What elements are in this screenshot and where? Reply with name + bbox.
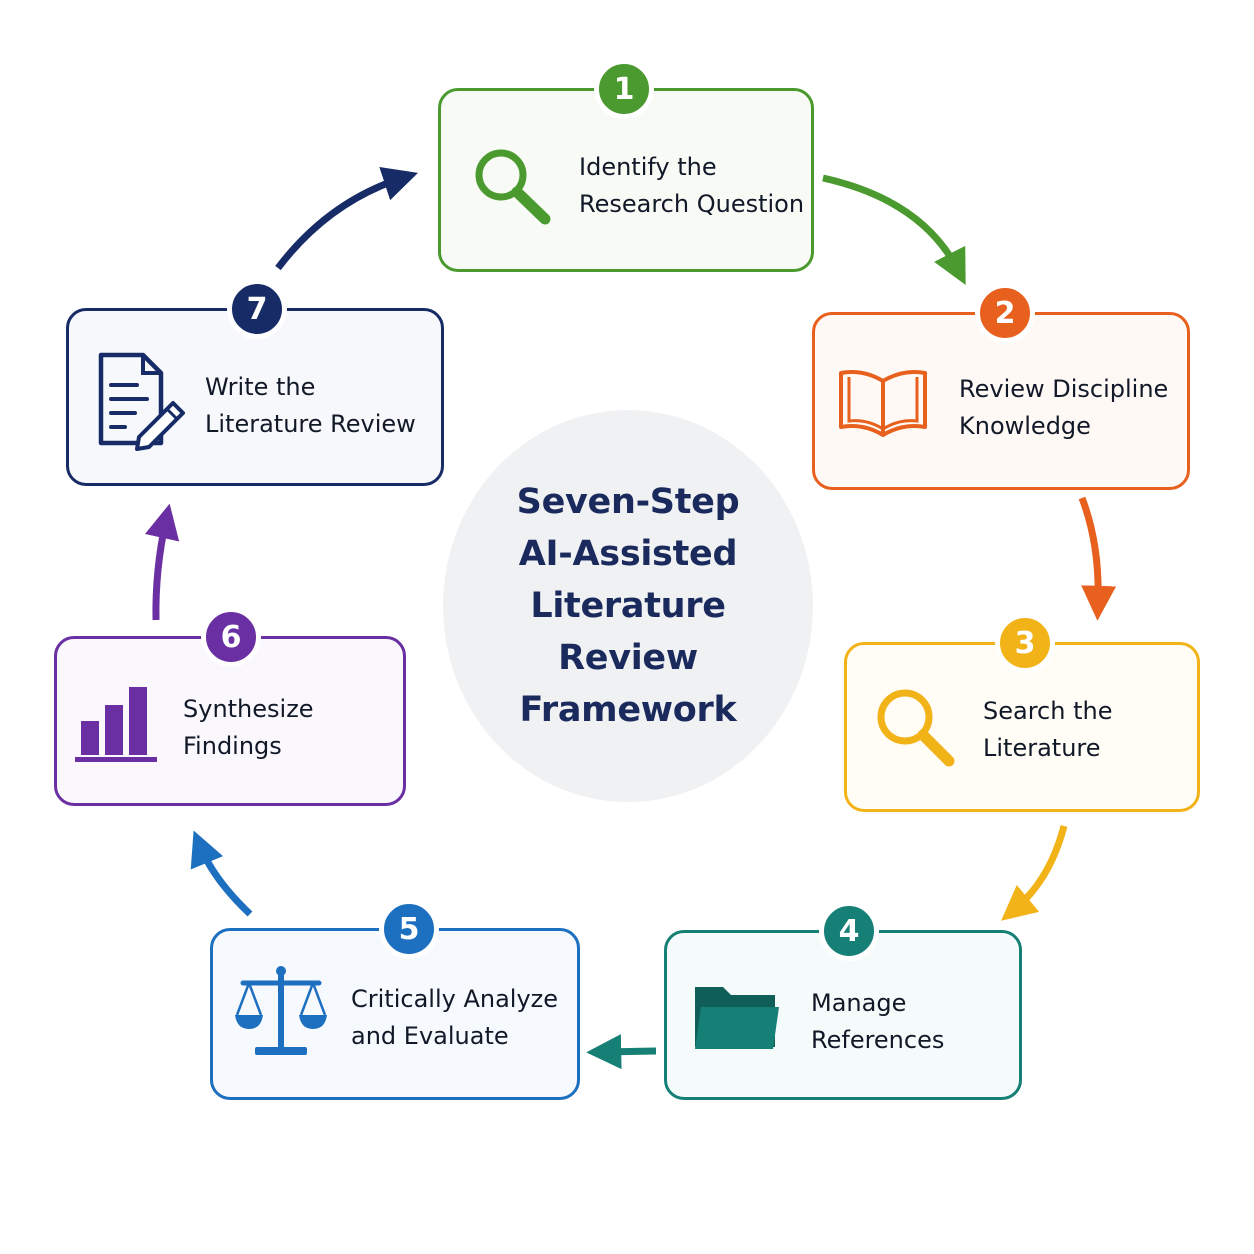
step-5-card: 5 Critically Analyze and Evaluate [210, 899, 580, 1100]
center-circle: Seven-Step AI-Assisted Literature Review… [443, 410, 813, 802]
magnifier-icon [877, 689, 955, 767]
arrow-7-to-1 [275, 166, 418, 271]
arrow-4-to-5 [586, 1034, 657, 1070]
step-3-label: Search the Literature [983, 697, 1113, 762]
arrow-2-to-3 [1078, 496, 1117, 621]
step-2-number: 2 [975, 283, 1035, 343]
arrow-5-to-6 [190, 830, 253, 917]
step-6-label: Synthesize Findings [183, 695, 314, 760]
arrow-6-to-7 [144, 503, 180, 621]
title-line: Seven-Step [516, 482, 740, 522]
title-line: Framework [519, 690, 737, 730]
step-5-number: 5 [379, 899, 439, 959]
arrow-3-to-4 [1001, 825, 1068, 921]
step-7-label: Write the Literature Review [205, 373, 416, 438]
step-2-card: 2 Review Discipline Knowledge [812, 283, 1190, 490]
scales-icon [235, 966, 327, 1055]
step-4-label: Manage References [811, 989, 945, 1054]
step-5-label: Critically Analyze and Evaluate [351, 985, 559, 1050]
step-7-card: 7 Write the Literature Review [66, 279, 444, 486]
title-line: AI-Assisted [518, 534, 738, 574]
step-7-number: 7 [227, 279, 287, 339]
bar-chart-icon [75, 687, 157, 762]
document-pen-icon [98, 352, 185, 451]
step-6-card: 6 Synthesize Findings [54, 607, 406, 806]
step-3-card: 3 Search the Literature [844, 613, 1200, 812]
title-line: Literature Review [530, 586, 726, 678]
step-4-number: 4 [819, 901, 879, 961]
step-4-card: 4 Manage References [664, 901, 1022, 1100]
open-book-icon [839, 370, 927, 437]
folder-icon [695, 987, 779, 1049]
step-2-label: Review Discipline Knowledge [959, 375, 1169, 440]
step-1-number: 1 [594, 59, 654, 119]
arrow-1-to-2 [822, 174, 966, 285]
framework-title: Seven-Step AI-Assisted Literature Review… [458, 476, 798, 736]
step-6-number: 6 [201, 607, 261, 667]
step-1-card: 1 Identify the Research Question [438, 59, 814, 272]
step-3-number: 3 [995, 613, 1055, 673]
magnifier-icon [475, 149, 551, 225]
step-1-label: Identify the Research Question [579, 153, 805, 218]
